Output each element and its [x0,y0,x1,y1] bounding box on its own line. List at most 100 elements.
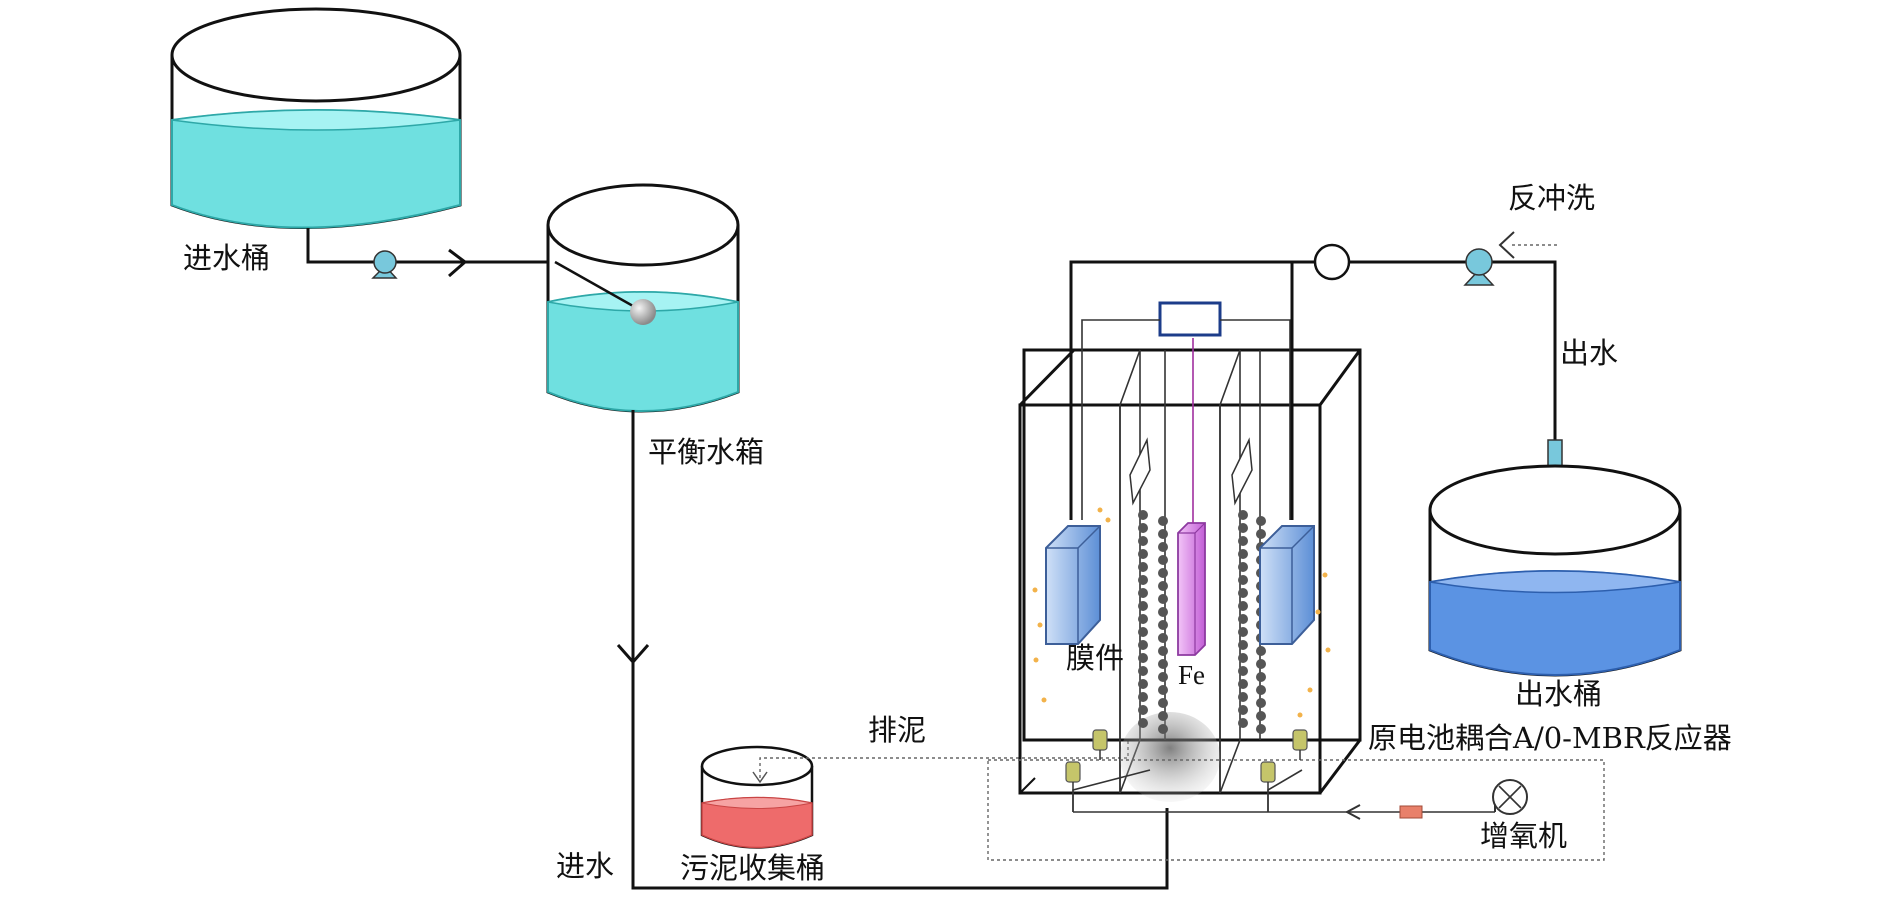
carrier-dot [1138,601,1148,611]
influent-bucket-label: 进水桶 [183,241,270,275]
carrier-dot [1138,588,1148,598]
diffuser-icon [1065,729,1308,812]
air-bubble [1037,622,1043,628]
carrier-dot [1256,711,1266,721]
resistor-icon [1158,301,1222,337]
carrier-dot [1138,523,1148,533]
backwash-label: 反冲洗 [1508,181,1595,215]
carrier-dot [1238,523,1248,533]
air-bubble [1315,609,1321,615]
carrier-dot [1158,555,1168,565]
aerator-icon [1492,779,1528,815]
carrier-dot [1158,698,1168,708]
carrier-dot [1158,672,1168,682]
carrier-dot [1158,711,1168,721]
carrier-dot [1158,542,1168,552]
aerator-label: 增氧机 [1480,819,1567,853]
carrier-dot [1138,575,1148,585]
flow-arrow-icon [448,248,468,278]
carrier-dot [1256,659,1266,669]
carrier-dot [1238,562,1248,572]
carrier-dot [1238,588,1248,598]
aeration-zone-outline [987,759,1605,861]
air-bubble [1033,657,1039,663]
carrier-dot [1238,718,1248,728]
carrier-dot [1138,562,1148,572]
carrier-dot [1138,666,1148,676]
carrier-dot [1238,627,1248,637]
carrier-dot [1238,640,1248,650]
carrier-dot [1138,640,1148,650]
effluent-label: 出水 [1560,336,1618,370]
carrier-dot [1158,646,1168,656]
effluent-bucket [1428,464,1682,677]
carrier-dot [1158,529,1168,539]
carrier-dot [1158,594,1168,604]
membrane-label: 膜件 [1066,641,1124,675]
feed-pump-icon [371,250,398,279]
carrier-dot [1158,685,1168,695]
feed-pipe [306,228,555,264]
carrier-dot [1256,672,1266,682]
down-arrow-icon [616,644,650,665]
carrier-dot [1256,724,1266,734]
reactor-label: 原电池耦合A/0-MBR反应器 [1368,721,1732,755]
sludge-discharge-label: 排泥 [868,713,926,747]
effluent-pipe [1292,260,1557,470]
carrier-dot [1138,536,1148,546]
fe-electrode [1177,338,1206,656]
carrier-dot [1138,692,1148,702]
air-bubble [1097,507,1103,513]
carrier-dot [1238,601,1248,611]
carrier-dot [1158,659,1168,669]
effluent-pipe-loop [1069,260,1294,520]
sludge-bucket [700,745,814,849]
carrier-dot [1256,516,1266,526]
valve-icon [1313,243,1351,281]
carrier-dot [1238,705,1248,715]
carrier-dot [1238,510,1248,520]
sludge-bucket-label: 污泥收集桶 [680,851,825,885]
air-bubble [1297,712,1303,718]
influent-label: 进水 [556,849,614,883]
carrier-dot [1158,724,1168,734]
air-bubble [1032,587,1038,593]
carrier-dot [1238,692,1248,702]
carrier-dot [1158,633,1168,643]
membrane-module-right [1259,525,1315,645]
carrier-dot [1138,510,1148,520]
carrier-dot [1256,646,1266,656]
effluent-bucket-label: 出水桶 [1515,677,1602,711]
carrier-dot [1238,666,1248,676]
carrier-dot [1238,549,1248,559]
circuit-wire-right [1220,319,1291,520]
float-ball-icon [630,299,656,325]
carrier-dot [1256,685,1266,695]
carrier-dot [1238,679,1248,689]
carrier-dot [1138,627,1148,637]
carrier-dot [1256,529,1266,539]
air-bubble [1041,697,1047,703]
carrier-dot [1138,718,1148,728]
air-bubble [1325,647,1331,653]
carrier-dot [1238,536,1248,546]
carrier-dot [1138,679,1148,689]
carrier-dot [1138,653,1148,663]
circuit-wire-left [1081,319,1160,520]
fe-label: Fe [1178,660,1205,690]
carrier-dot [1138,614,1148,624]
carrier-dot [1138,549,1148,559]
carrier-dot [1256,698,1266,708]
carrier-dot [1158,607,1168,617]
air-bubble [1307,687,1313,693]
influent-pipe [631,410,1169,890]
influent-bucket [170,7,462,229]
carrier-dot [1158,568,1168,578]
membrane-module-left [1045,525,1101,645]
carrier-dot [1158,581,1168,591]
carrier-dot [1138,705,1148,715]
carrier-dot [1238,575,1248,585]
balance-tank-label: 平衡水箱 [648,435,764,469]
balance-tank [546,183,740,413]
